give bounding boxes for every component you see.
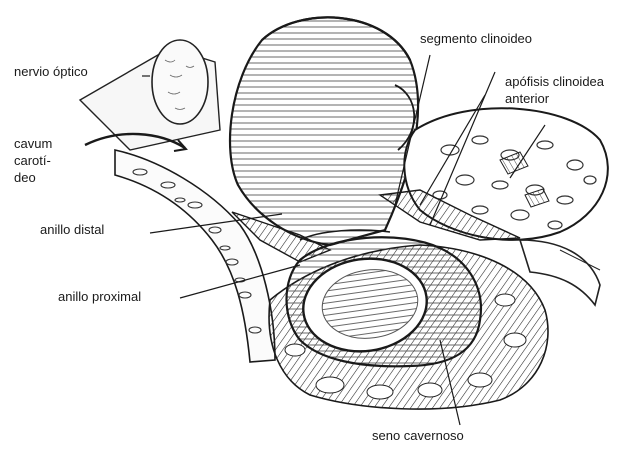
label-anillo-distal: anillo distal [40,222,104,238]
label-apofisis-line1: apófisis clinoidea [505,74,604,90]
label-nervio-optico: nervio óptico [14,64,88,80]
label-anillo-proximal: anillo proximal [58,289,141,305]
label-segmento-clinoideo: segmento clinoideo [420,31,532,47]
optic-nerve [80,40,220,150]
label-cavum-line1: cavum [14,136,52,152]
label-cavum-line2: carotí- [14,153,51,169]
carotid-upper-loop [230,17,418,245]
carotid-lower-loop [287,237,481,366]
label-cavum-line3: deo [14,170,36,186]
label-apofisis-line2: anterior [505,91,549,107]
label-seno-cavernoso: seno cavernoso [372,428,464,444]
